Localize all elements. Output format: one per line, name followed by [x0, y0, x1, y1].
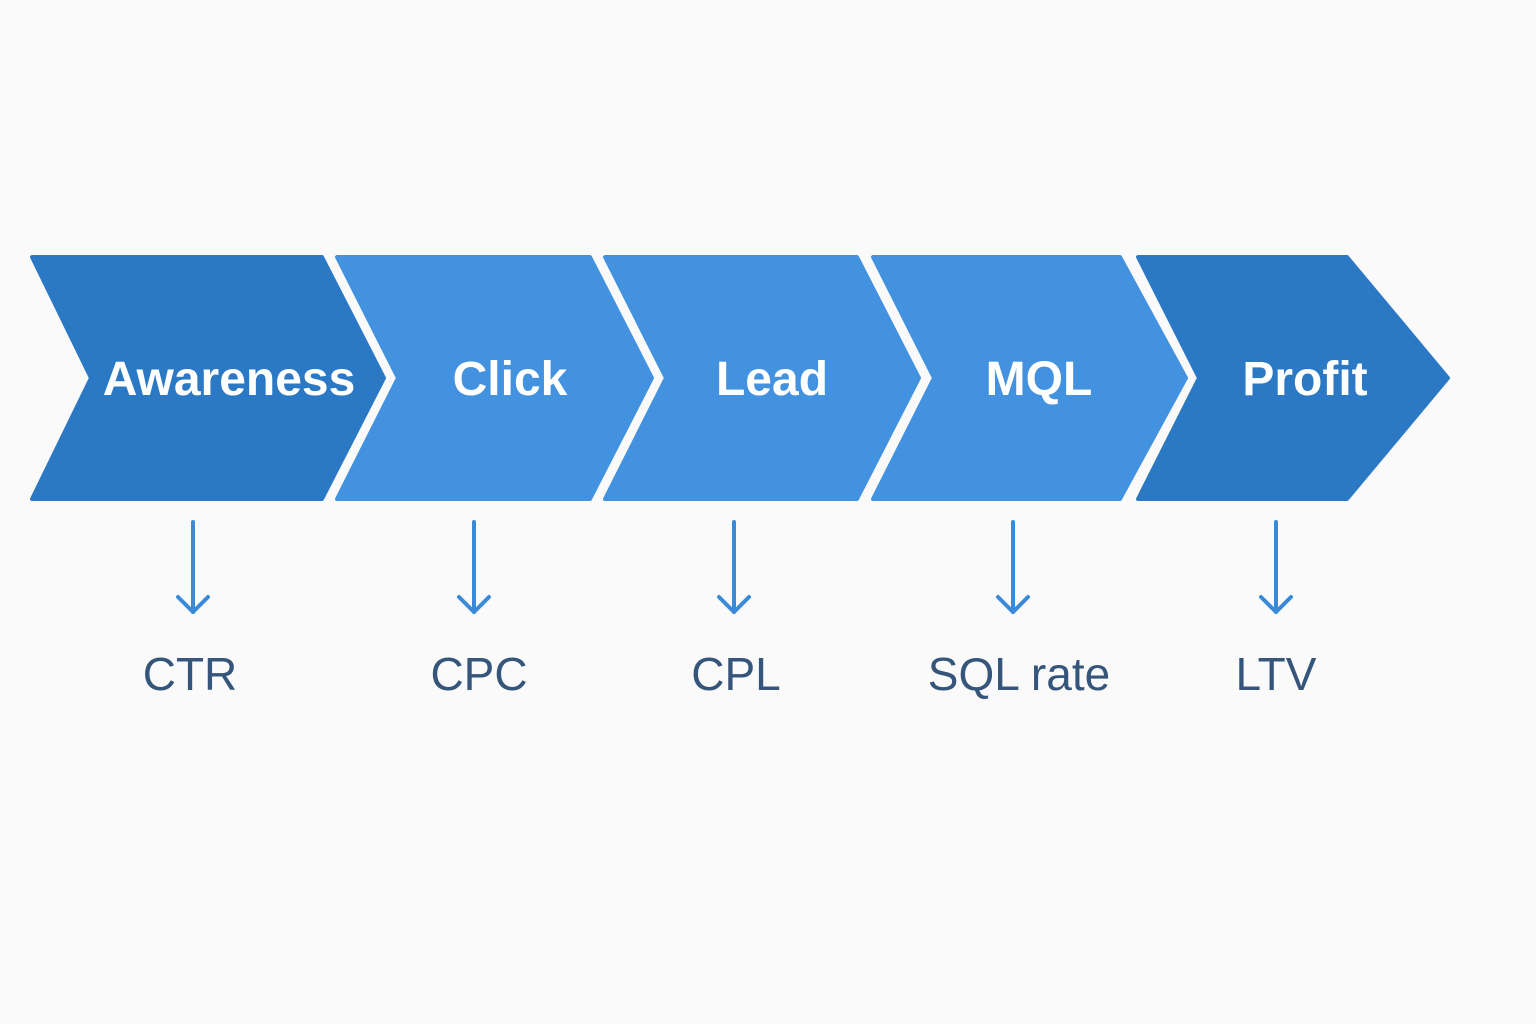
stage-chevron-profit — [1136, 255, 1450, 501]
metric-label-lead: CPL — [691, 648, 780, 700]
stage-label-click: Click — [453, 353, 568, 406]
arrow-down-icon — [457, 520, 491, 614]
metric-label-profit: LTV — [1236, 648, 1317, 700]
metrics-layer: CTR CPC CPL SQL rate LTV — [143, 648, 1317, 700]
stage-chevron-awareness — [30, 255, 386, 501]
stages-layer: Awareness Click Lead MQL Profit — [30, 255, 1450, 501]
arrow-down-icon — [717, 520, 751, 614]
stage-label-lead: Lead — [716, 353, 828, 406]
metric-label-click: CPC — [430, 648, 527, 700]
stage-label-awareness: Awareness — [103, 353, 356, 406]
arrow-down-icon — [176, 520, 210, 614]
stage-label-profit: Profit — [1242, 353, 1367, 406]
arrows-layer — [176, 520, 1293, 614]
metric-label-mql: SQL rate — [928, 648, 1110, 700]
stage-label-mql: MQL — [986, 353, 1093, 406]
metric-label-awareness: CTR — [143, 648, 238, 700]
stage-chevron-mql — [871, 255, 1188, 501]
arrow-down-icon — [1259, 520, 1293, 614]
arrow-down-icon — [996, 520, 1030, 614]
stage-chevron-lead — [603, 255, 921, 501]
stage-chevron-click — [335, 255, 654, 501]
